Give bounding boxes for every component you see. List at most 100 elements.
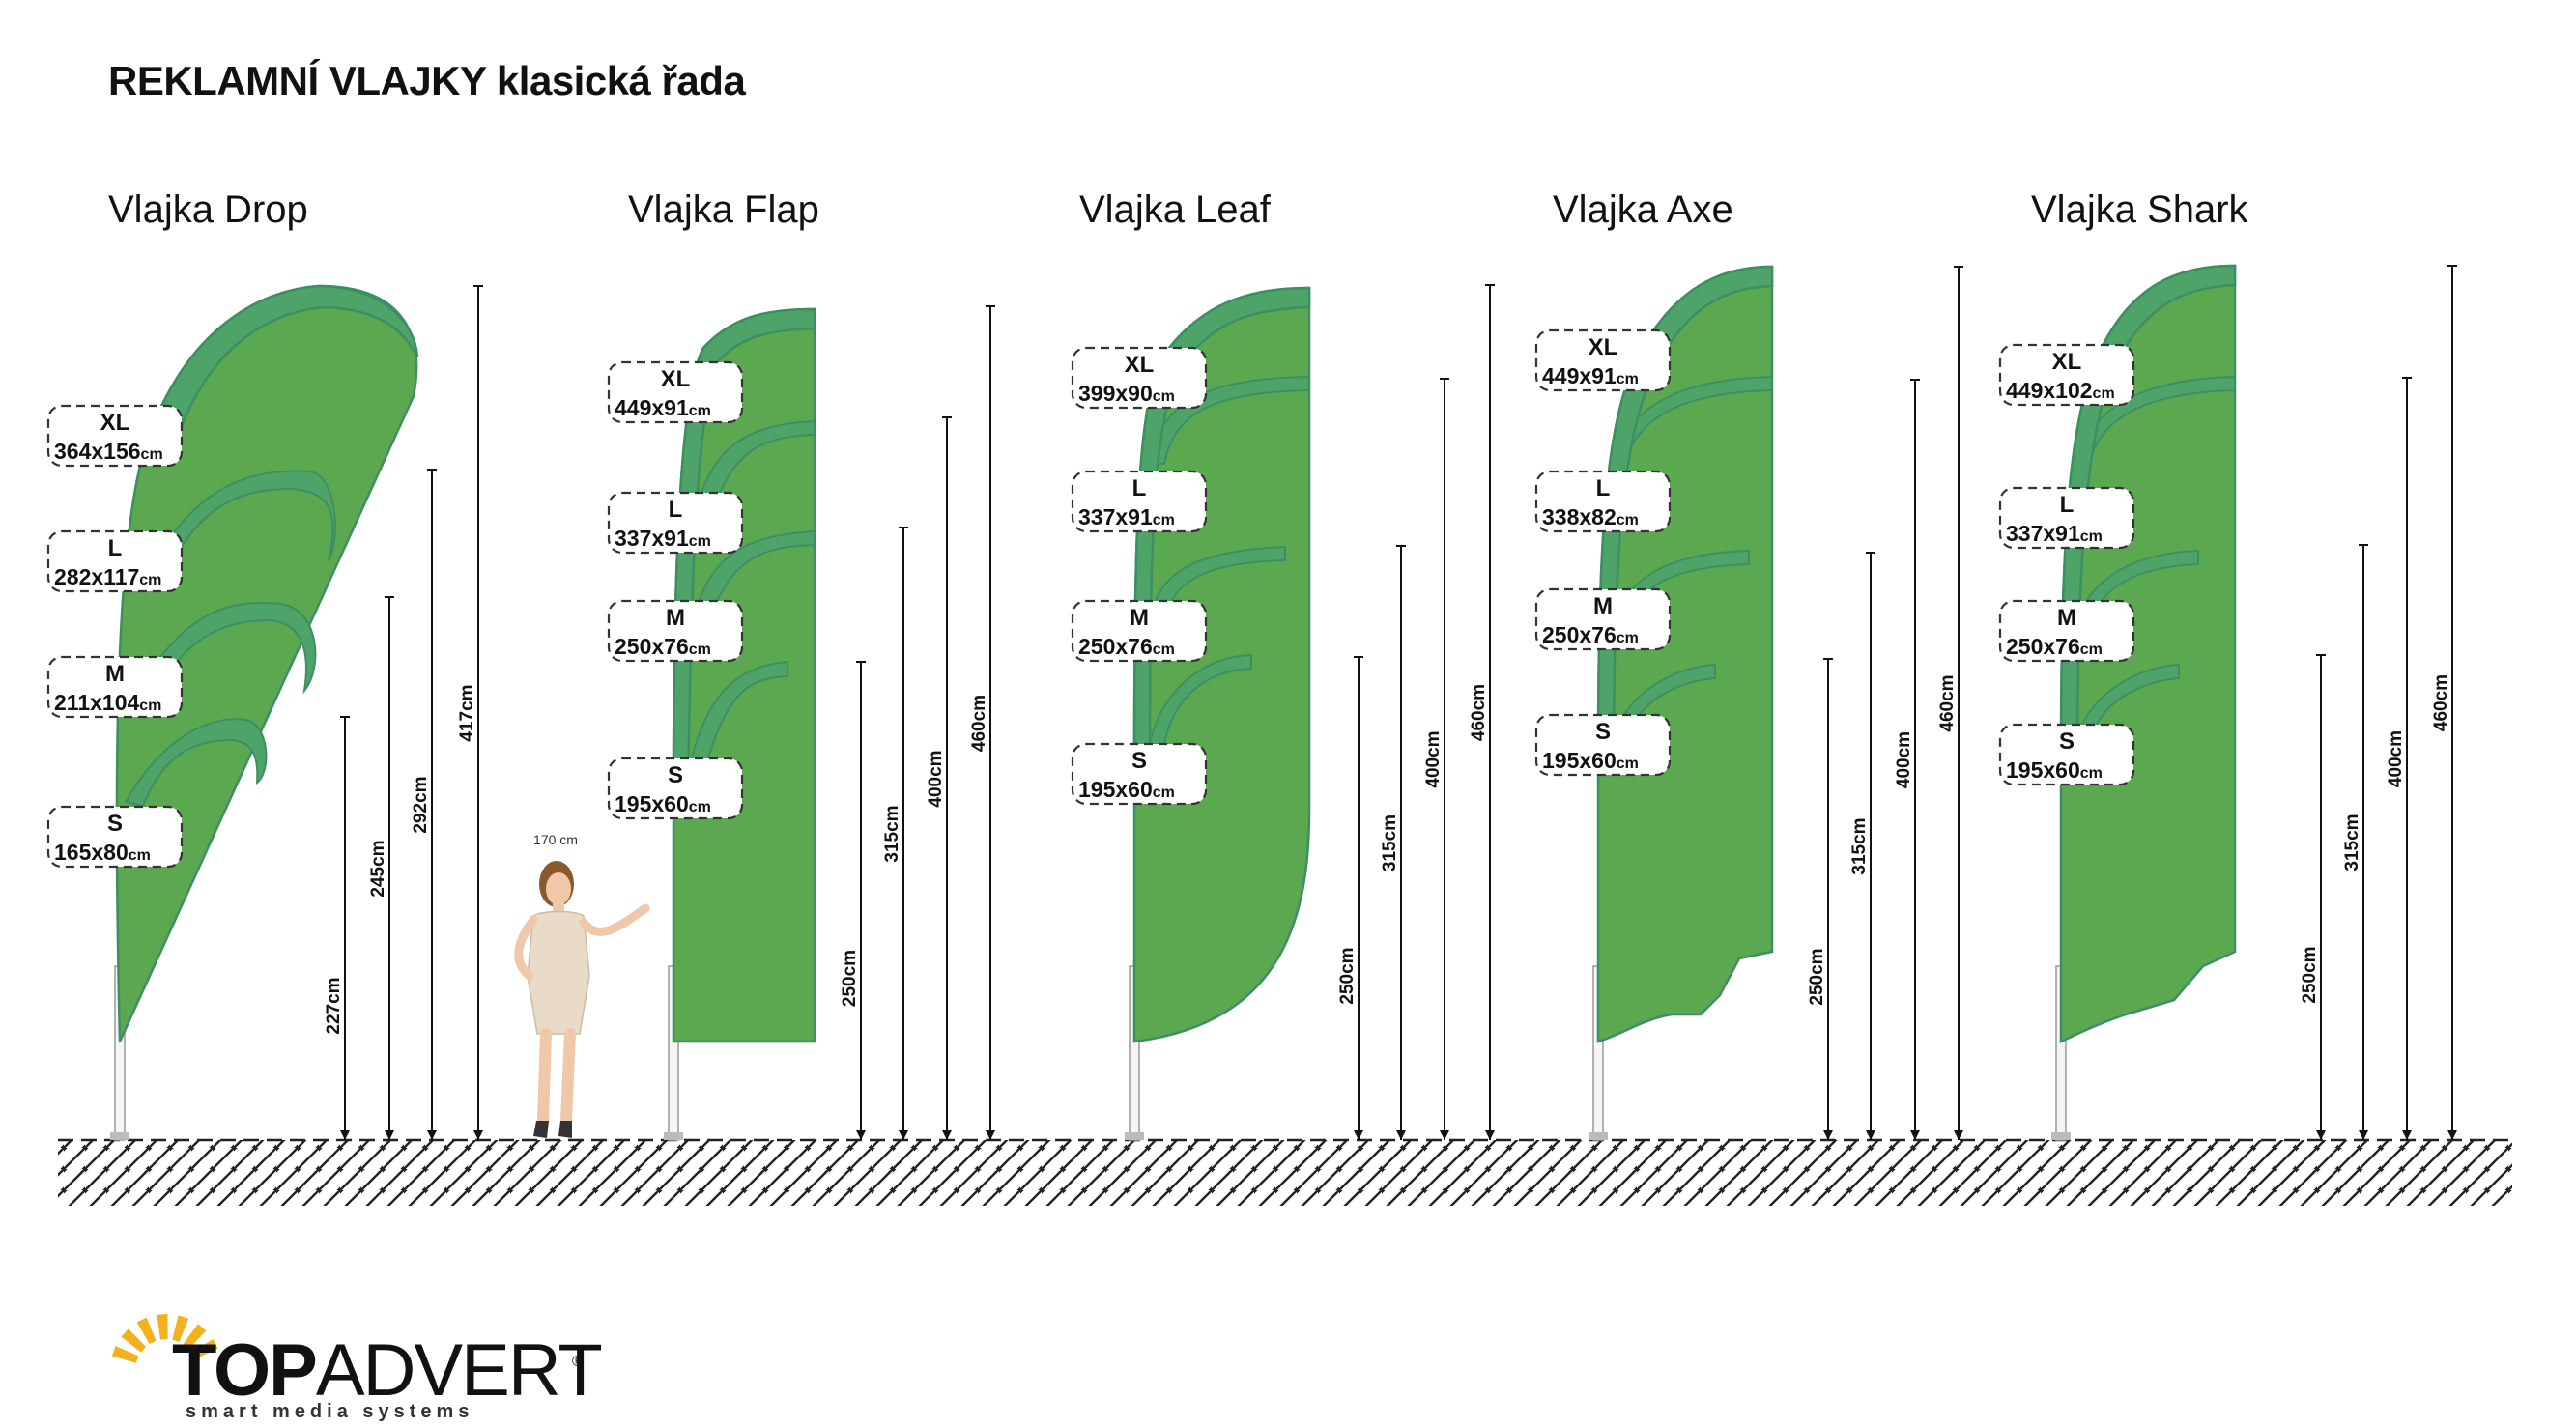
size-dimension-unit: cm: [129, 847, 151, 864]
flag-pole-base: [2051, 1132, 2071, 1140]
size-dimensions: 211x104cm: [54, 690, 161, 715]
height-marker: 292cm: [411, 469, 437, 1140]
size-code: L: [669, 497, 683, 523]
height-arrowhead: [1910, 1130, 1920, 1140]
size-code: L: [2060, 492, 2075, 518]
flag-size-outline: [2075, 663, 2180, 735]
sun-icon: [111, 1314, 218, 1363]
height-label: 250cm: [1337, 947, 1358, 1004]
person-right-leg: [560, 1028, 576, 1127]
size-dimensions: 282x117cm: [54, 564, 161, 589]
height-marker: 250cm: [1807, 658, 1833, 1140]
size-label-box: [1071, 742, 1208, 806]
size-dimension-value: 165x80: [54, 840, 129, 865]
size-dimension-value: 364x156: [54, 439, 141, 464]
size-dimensions: 250x76cm: [2006, 634, 2103, 659]
height-label: 250cm: [840, 950, 860, 1007]
height-arrowhead: [2447, 1130, 2457, 1140]
height-marker: 400cm: [926, 416, 952, 1140]
size-code: M: [666, 605, 685, 631]
sun-ray: [172, 1315, 189, 1342]
size-label-box: [607, 491, 744, 555]
height-arrowhead: [2359, 1130, 2368, 1140]
size-code: S: [1595, 719, 1611, 745]
person-left-shoe: [533, 1121, 549, 1138]
size-dimension-unit: cm: [1153, 388, 1175, 405]
height-marker: 227cm: [324, 716, 350, 1140]
height-marker: 460cm: [969, 305, 995, 1140]
person-left-arm: [514, 915, 538, 981]
size-label-box: [1534, 587, 1672, 651]
height-marker: 460cm: [2431, 265, 2457, 1140]
size-dimension-unit: cm: [689, 799, 711, 815]
size-dimensions: 195x60cm: [1078, 777, 1175, 802]
size-label-box: [607, 757, 744, 820]
size-dimension-unit: cm: [689, 533, 711, 550]
size-label-box: [46, 805, 184, 869]
height-label: 460cm: [2431, 674, 2451, 731]
flag-title: Vlajka Axe: [1553, 188, 1733, 231]
brand-logo: TOPADVERT®smart media systems: [111, 1314, 603, 1422]
size-code: M: [1130, 605, 1149, 631]
flag-size-outline: [1148, 375, 1310, 465]
size-dimension-value: 338x82: [1542, 504, 1617, 529]
size-dimension-unit: cm: [2080, 765, 2103, 782]
height-marker: 400cm: [1894, 379, 1920, 1140]
size-dimensions: 399x90cm: [1078, 381, 1175, 406]
height-marker: 245cm: [368, 596, 394, 1140]
size-dimension-value: 195x60: [615, 791, 689, 816]
size-dimensions: 250x76cm: [1078, 634, 1175, 659]
size-label-box: [1534, 470, 1672, 533]
height-arrowhead: [427, 1130, 437, 1140]
size-label-box: [46, 404, 184, 468]
person-right-arm: [579, 903, 650, 936]
size-label-box: [1071, 470, 1208, 533]
height-marker: 250cm: [840, 661, 866, 1140]
size-dimension-value: 282x117: [54, 564, 139, 589]
height-label: 250cm: [2300, 946, 2320, 1003]
size-dimension-unit: cm: [1153, 642, 1175, 658]
size-dimension-unit: cm: [2093, 386, 2115, 402]
size-label: S 195x60cm: [1071, 742, 1208, 806]
flag-group-4: Vlajka AxeXL449x91cmL338x82cmM250x76cmS1…: [1534, 188, 1963, 1141]
flag-group-1: Vlajka DropXL364x156cmL282x117cmM211x104…: [46, 188, 483, 1141]
size-label-box: [1998, 343, 2135, 407]
height-label: 227cm: [324, 977, 344, 1034]
size-code: S: [668, 762, 683, 788]
flag-size-outline: [1148, 653, 1252, 745]
size-label-box: [1998, 599, 2135, 663]
person-right-shoe: [558, 1121, 572, 1138]
size-dimensions: 338x82cm: [1542, 504, 1639, 529]
page-title: REKLAMNÍ VLAJKY klasická řada: [108, 58, 746, 103]
size-dimension-unit: cm: [2080, 528, 2103, 545]
size-label-box: [46, 655, 184, 719]
size-code: S: [1131, 748, 1147, 774]
brand-tagline: smart media systems: [186, 1401, 473, 1422]
flag-size-outline: [124, 718, 268, 808]
size-label-box: [46, 529, 184, 593]
size-code: XL: [2052, 349, 2082, 375]
size-dimension-value: 250x76: [1542, 622, 1617, 647]
size-dimensions: 250x76cm: [615, 634, 711, 659]
size-dimension-value: 195x60: [1078, 777, 1153, 802]
height-arrowhead: [1440, 1130, 1449, 1140]
height-label: 400cm: [1894, 731, 1914, 788]
size-dimension-value: 337x91: [1078, 504, 1153, 529]
flag-pole-base: [1589, 1132, 1608, 1140]
size-label-box: [1998, 723, 2135, 786]
sun-ray: [183, 1324, 207, 1350]
size-dimension-unit: cm: [1617, 630, 1639, 646]
height-arrowhead: [385, 1130, 394, 1140]
size-label-box: [1534, 328, 1672, 392]
size-label: M 250x76cm: [607, 599, 744, 663]
size-code: M: [2057, 605, 2076, 631]
person-left-leg: [537, 1028, 552, 1127]
size-dimension-value: 337x91: [2006, 521, 2080, 546]
person-face: [546, 872, 571, 905]
